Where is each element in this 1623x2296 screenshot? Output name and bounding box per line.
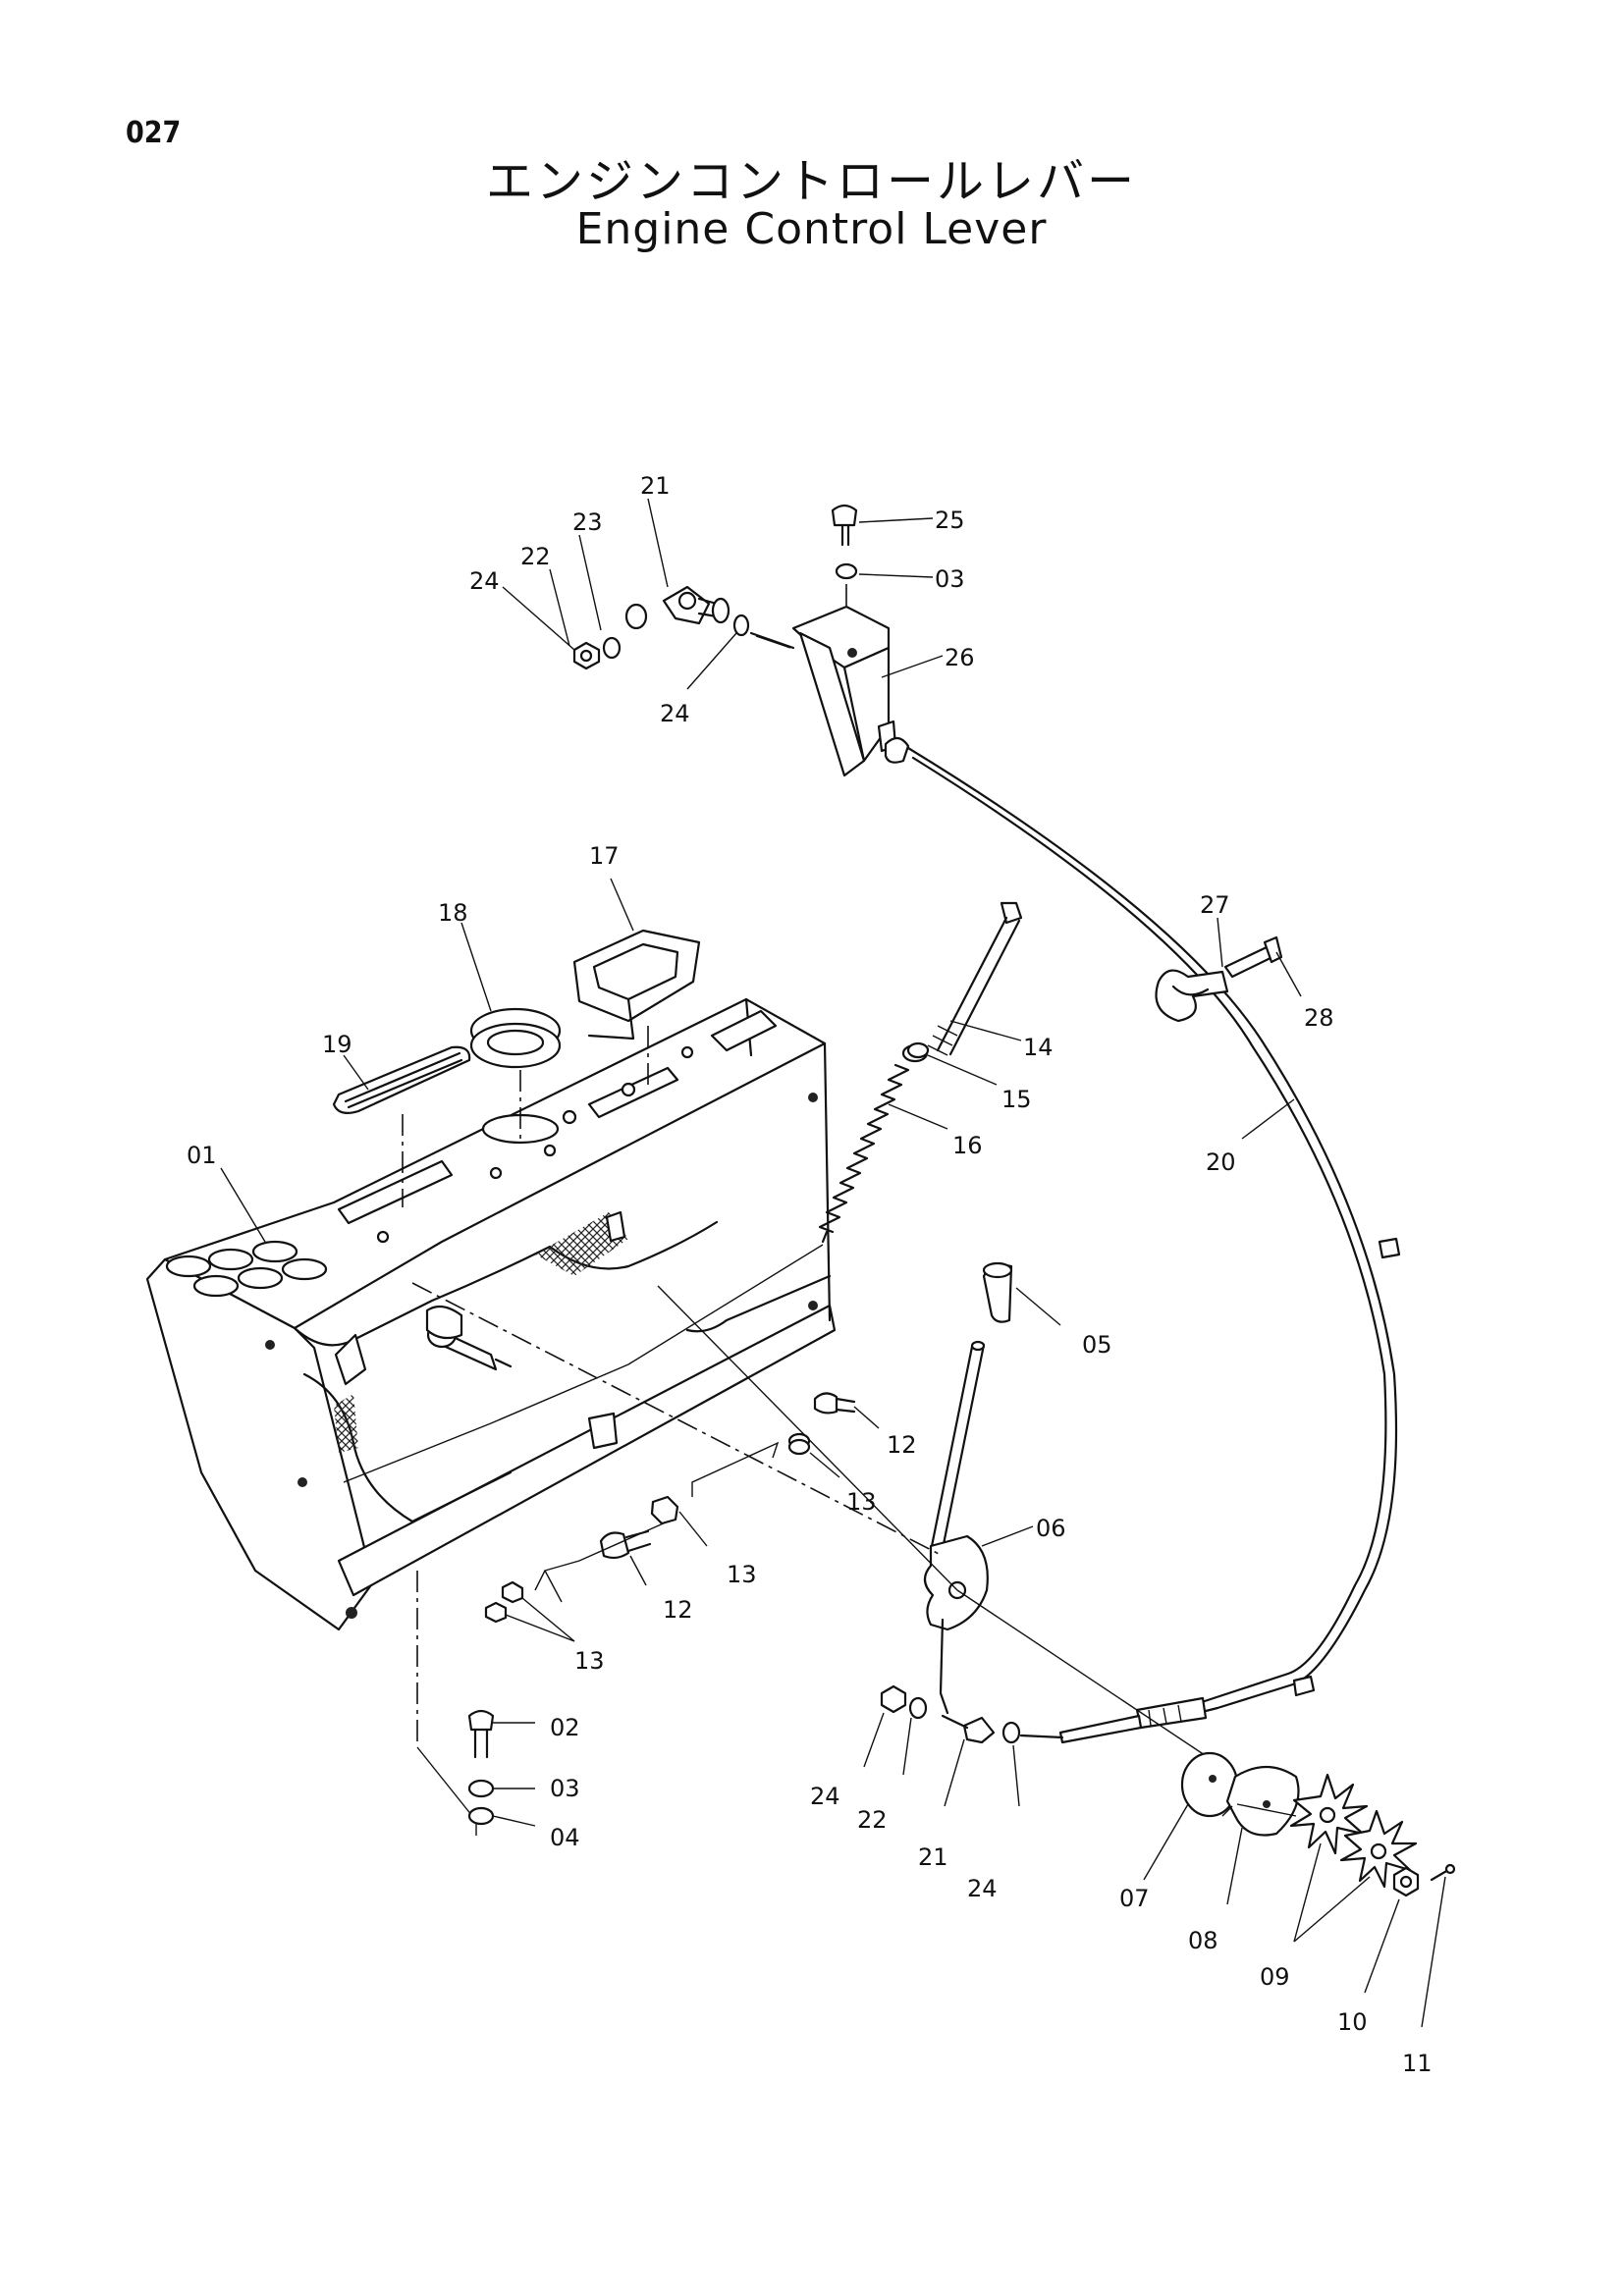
callout-01: 01	[187, 1142, 217, 1169]
callout-23: 23	[572, 508, 603, 536]
callout-22-bottom: 22	[857, 1806, 888, 1834]
spring-part-16	[818, 1063, 910, 1244]
callout-14: 14	[1023, 1034, 1054, 1061]
callout-10: 10	[1337, 2008, 1368, 2036]
bolt-part-12-upper	[787, 1392, 856, 1456]
callout-12-upper: 12	[887, 1431, 917, 1459]
bolt-part-12-lower	[599, 1495, 679, 1560]
callout-09: 09	[1260, 1963, 1290, 1991]
callout-17: 17	[589, 842, 620, 870]
cover-part-17	[572, 929, 701, 1041]
callout-03-bottom: 03	[550, 1775, 580, 1802]
control-lever-part-06	[923, 1340, 989, 1715]
console-box-part-01	[145, 997, 837, 1631]
callout-08: 08	[1188, 1927, 1218, 1954]
nuts-part-13-pair	[484, 1580, 524, 1624]
plate-part-07	[1180, 1751, 1239, 1818]
callout-12-lower: 12	[663, 1596, 693, 1624]
callout-15: 15	[1001, 1086, 1032, 1113]
cotter-pin-part-11	[1430, 1863, 1456, 1882]
callout-18: 18	[438, 899, 468, 927]
callout-24-top-right: 24	[660, 700, 690, 727]
callout-05: 05	[1082, 1331, 1112, 1359]
callout-03-top: 03	[935, 565, 965, 593]
callout-07: 07	[1119, 1885, 1150, 1912]
callout-labels: 21 23 22 24 24 25 03 26 17 18 19 01 27 2…	[187, 472, 1433, 2077]
callout-02: 02	[550, 1714, 580, 1741]
callout-27: 27	[1200, 891, 1230, 919]
callout-26: 26	[945, 644, 975, 671]
page-number: 027	[126, 116, 182, 150]
bracket-part-26	[791, 504, 910, 777]
callout-24-top-left: 24	[469, 567, 500, 595]
callout-13-middle: 13	[727, 1561, 757, 1588]
callout-24-bottom-left: 24	[810, 1783, 840, 1810]
grommet-part-18	[469, 1007, 562, 1069]
knob-part-05	[982, 1261, 1013, 1323]
callout-11: 11	[1402, 2050, 1433, 2077]
callout-22-top: 22	[520, 543, 551, 570]
callout-19: 19	[322, 1031, 352, 1058]
callout-24-bottom-right: 24	[967, 1875, 998, 1902]
callout-20: 20	[1206, 1148, 1236, 1176]
leader-lines	[220, 498, 1446, 2028]
callout-16: 16	[952, 1132, 983, 1159]
callout-06: 06	[1036, 1515, 1066, 1542]
callout-25: 25	[935, 507, 965, 534]
callout-28: 28	[1304, 1004, 1334, 1032]
detent-stars-part-09	[1289, 1773, 1418, 1889]
plate-part-08	[1221, 1766, 1300, 1837]
rod-end-assembly-bottom	[880, 1684, 1064, 1744]
diagram-title-japanese: エンジンコントロールレバー	[485, 154, 1137, 209]
seal-part-19	[332, 1045, 471, 1114]
diagram-title-english: Engine Control Lever	[575, 204, 1048, 254]
callout-21-top: 21	[640, 472, 671, 500]
callout-13-lower: 13	[574, 1647, 605, 1675]
rod-bolt-part-14	[901, 901, 1023, 1063]
bolt-washer-part-02-03-04	[467, 1709, 495, 1826]
rod-end-assembly-top	[572, 585, 795, 670]
callout-21-bottom: 21	[918, 1843, 948, 1871]
callout-13-upper: 13	[846, 1488, 877, 1516]
nut-part-10	[1392, 1866, 1420, 1897]
control-cable-part-20	[906, 746, 1401, 1744]
cable-clip-part-27-28	[1155, 935, 1283, 1023]
callout-04: 04	[550, 1824, 580, 1851]
nut-part-15	[906, 1041, 930, 1059]
